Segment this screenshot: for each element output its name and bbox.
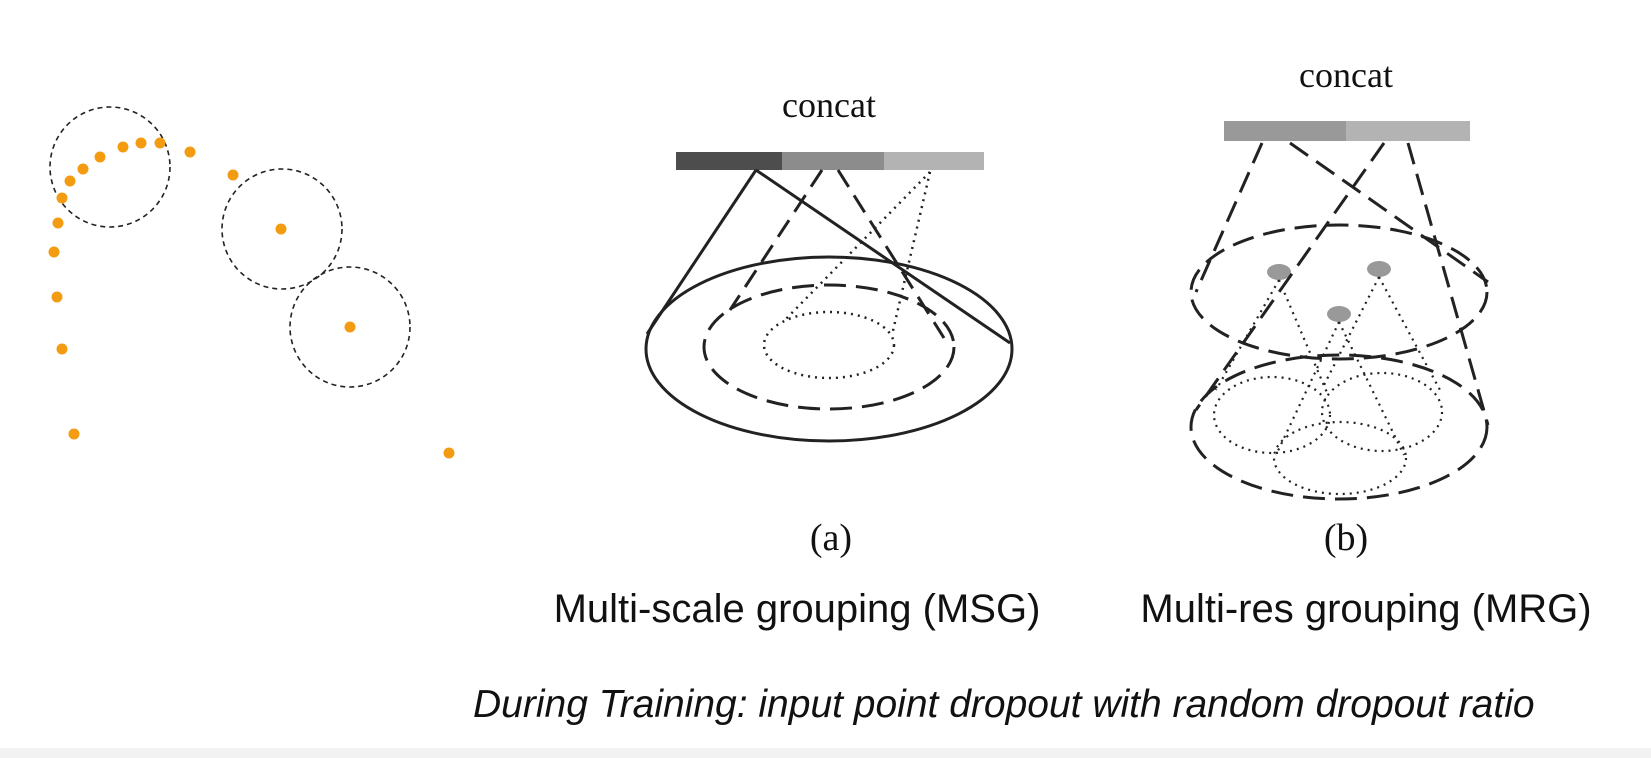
local-region-bottom (1272, 420, 1408, 496)
panel-b-mrg: concat (1140, 55, 1591, 631)
point (135, 137, 147, 149)
point (77, 163, 89, 175)
local-region-right (1320, 371, 1444, 453)
concat-feature-bar (1224, 121, 1470, 141)
connector-upper-left (1194, 142, 1264, 293)
scale-large-ellipse (644, 255, 1014, 443)
feature-segment-mid (782, 152, 884, 170)
connector (1323, 276, 1380, 386)
concat-feature-bar (676, 152, 984, 170)
centroids (1267, 261, 1391, 322)
point (68, 428, 80, 440)
scale-small-ellipse (762, 310, 896, 380)
point (117, 141, 129, 153)
feature-segment-light (1346, 121, 1470, 141)
panel-title: Multi-scale grouping (MSG) (554, 587, 1041, 631)
feature-segment-light (884, 152, 984, 170)
scale-connectors (645, 168, 1011, 345)
upper-level-ellipse (1189, 223, 1489, 361)
point (227, 169, 239, 181)
point (56, 192, 68, 204)
point (56, 343, 68, 355)
panel-a-msg: concat (a) Multi-scale grouping (MSG) (554, 85, 1041, 631)
ball-query-circle-2 (221, 168, 343, 290)
connector-lower-right (1406, 142, 1490, 426)
connector (1378, 276, 1441, 391)
point (275, 223, 287, 235)
bottom-strip (0, 748, 1651, 758)
lower-level-ellipse (1189, 353, 1489, 501)
point (94, 151, 106, 163)
point (51, 291, 63, 303)
local-regions (1212, 371, 1444, 496)
connector-large-left (645, 169, 758, 335)
panel-title: Multi-res grouping (MRG) (1140, 587, 1591, 631)
points (48, 137, 455, 459)
connector (1338, 321, 1405, 456)
point (154, 137, 166, 149)
ball-query-circle-3 (289, 266, 411, 388)
ball-query-circle-1 (49, 106, 171, 228)
point (184, 146, 196, 158)
point (443, 447, 455, 459)
point (48, 246, 60, 258)
connector-large-right (755, 168, 1011, 345)
centroid (1327, 306, 1351, 322)
feature-segment-mid (1224, 121, 1346, 141)
training-caption: During Training: input point dropout wit… (473, 683, 1535, 726)
point (52, 217, 64, 229)
centroid-connectors (1215, 276, 1441, 456)
local-region-left (1212, 375, 1332, 455)
level-connectors (1194, 141, 1490, 426)
connector-medium-right (836, 169, 946, 339)
point-cloud-illustration (48, 106, 455, 459)
connector-upper-right (1289, 141, 1489, 284)
feature-segment-dark (676, 152, 782, 170)
centroid (1367, 261, 1391, 277)
connector (1275, 321, 1340, 456)
point (344, 321, 356, 333)
sampling-circles (49, 106, 411, 388)
connector-lower-left (1194, 142, 1386, 411)
concat-label: concat (782, 85, 876, 125)
point (64, 175, 76, 187)
connector-medium-left (728, 169, 824, 311)
connector-small-right (890, 171, 932, 336)
scale-medium-ellipse (702, 283, 956, 411)
panel-label: (a) (810, 517, 852, 559)
concat-label: concat (1299, 55, 1393, 95)
centroid (1267, 264, 1291, 280)
panel-label: (b) (1324, 517, 1368, 559)
connector (1277, 279, 1330, 396)
